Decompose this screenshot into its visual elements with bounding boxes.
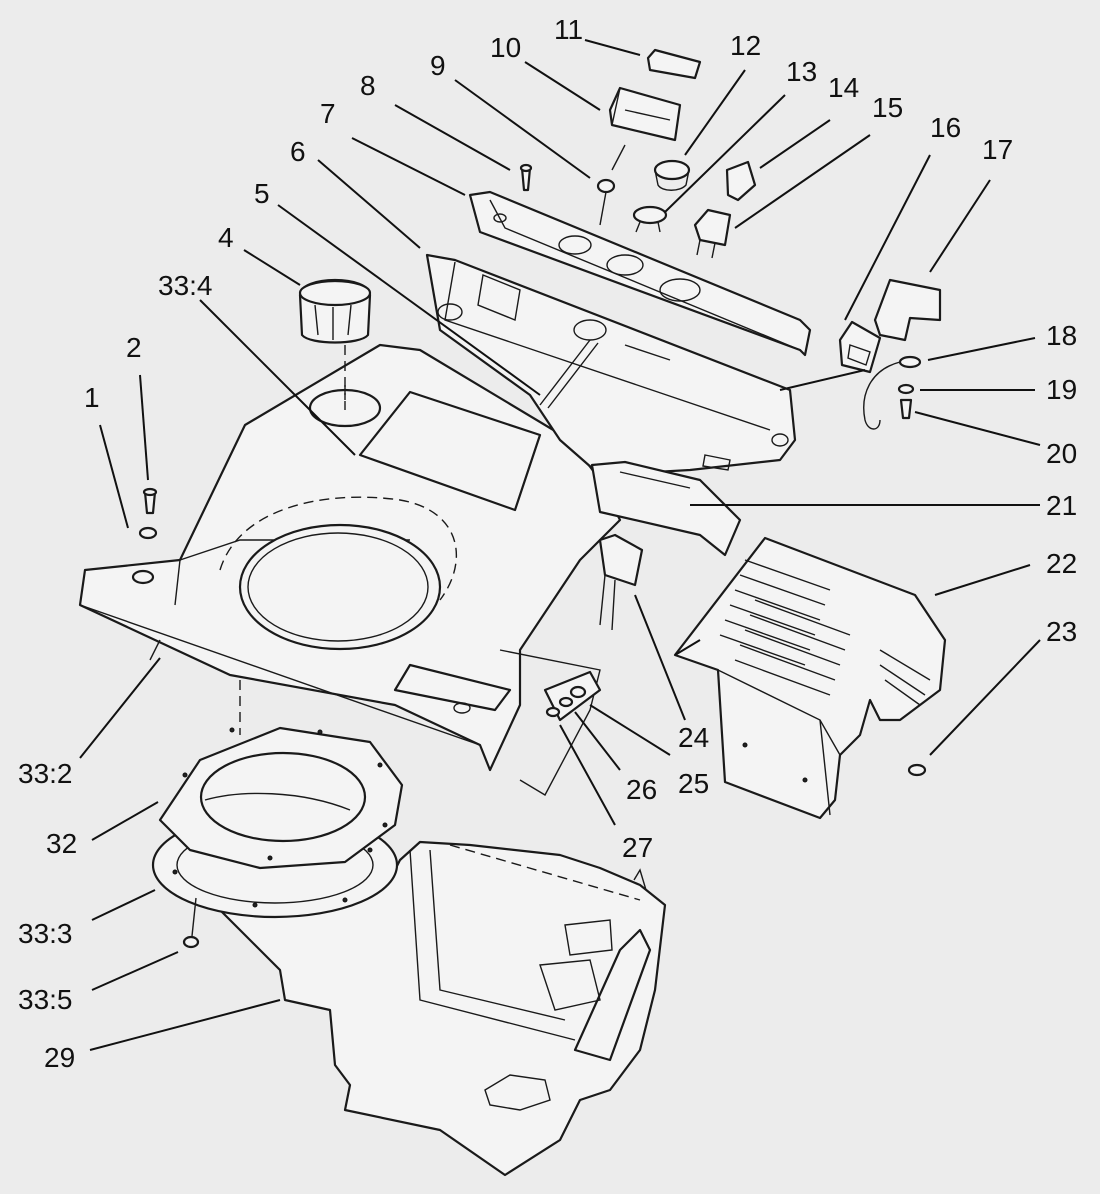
part-21-bracket [590,460,742,557]
part-10-key-housing [608,86,682,142]
part-17-boot [873,278,942,342]
callout-4: 4 [218,222,234,253]
part-8-screw [519,163,533,192]
part-25-26-27-hardware [543,670,602,722]
callout-23: 23 [1046,616,1078,647]
callout-5: 5 [254,178,270,209]
leader-lines [79,39,1041,1051]
part-23-fastener [907,763,927,777]
callout-9: 9 [430,50,446,81]
callout-15: 15 [872,92,904,123]
callout-33-4: 33:4 [158,270,213,301]
callout-7: 7 [320,98,336,129]
part-13-light [632,205,668,233]
part-12-cap [653,159,691,191]
callout-17: 17 [982,134,1014,165]
vent-slots [719,559,931,706]
part-16-connector [838,320,882,374]
part-6-dash-panel [425,253,797,477]
callout-16: 16 [930,112,962,143]
part-9-grommet [596,144,626,226]
part-33-5-nut [182,897,200,949]
callout-2: 2 [126,332,142,363]
callout-20: 20 [1046,438,1078,469]
part-20-screw [899,398,913,420]
part-7-panel-cover [468,190,812,357]
callout-27: 27 [622,832,654,863]
callout-26: 26 [626,774,658,805]
callout-13: 13 [786,56,818,87]
callout-32: 32 [46,828,78,859]
part-1-washer [138,526,158,540]
part-22-belt-cover [673,536,947,820]
callout-25: 25 [678,768,710,799]
part-19-washer [897,383,915,395]
part-29-lower-housing [213,840,667,1177]
part-24-connector [598,533,644,631]
callout-21: 21 [1046,490,1078,521]
callout-6: 6 [290,136,306,167]
callout-11: 11 [554,14,584,45]
part-14-switch [725,160,757,202]
callout-33-5: 33:5 [18,984,73,1015]
callout-24: 24 [678,722,710,753]
callout-33-3: 33:3 [18,918,73,949]
part-18-tether [863,355,922,430]
callout-10: 10 [490,32,522,63]
callout-33-2: 33:2 [18,758,73,789]
callout-18: 18 [1046,320,1078,351]
callout-22: 22 [1046,548,1078,579]
callout-19: 19 [1046,374,1078,405]
part-32-flange-ring [158,680,404,870]
part-11-key [646,48,702,80]
callout-8: 8 [360,70,376,101]
callout-12: 12 [730,30,762,61]
part-4-fuel-cap [298,279,372,400]
part-33-2-main-housing [78,343,622,796]
part-2-screw [142,487,158,515]
part-15-switch [693,208,732,259]
callout-14: 14 [828,72,860,103]
callout-1: 1 [84,382,100,413]
part-5-rod [539,339,599,409]
callout-29: 29 [44,1042,76,1073]
